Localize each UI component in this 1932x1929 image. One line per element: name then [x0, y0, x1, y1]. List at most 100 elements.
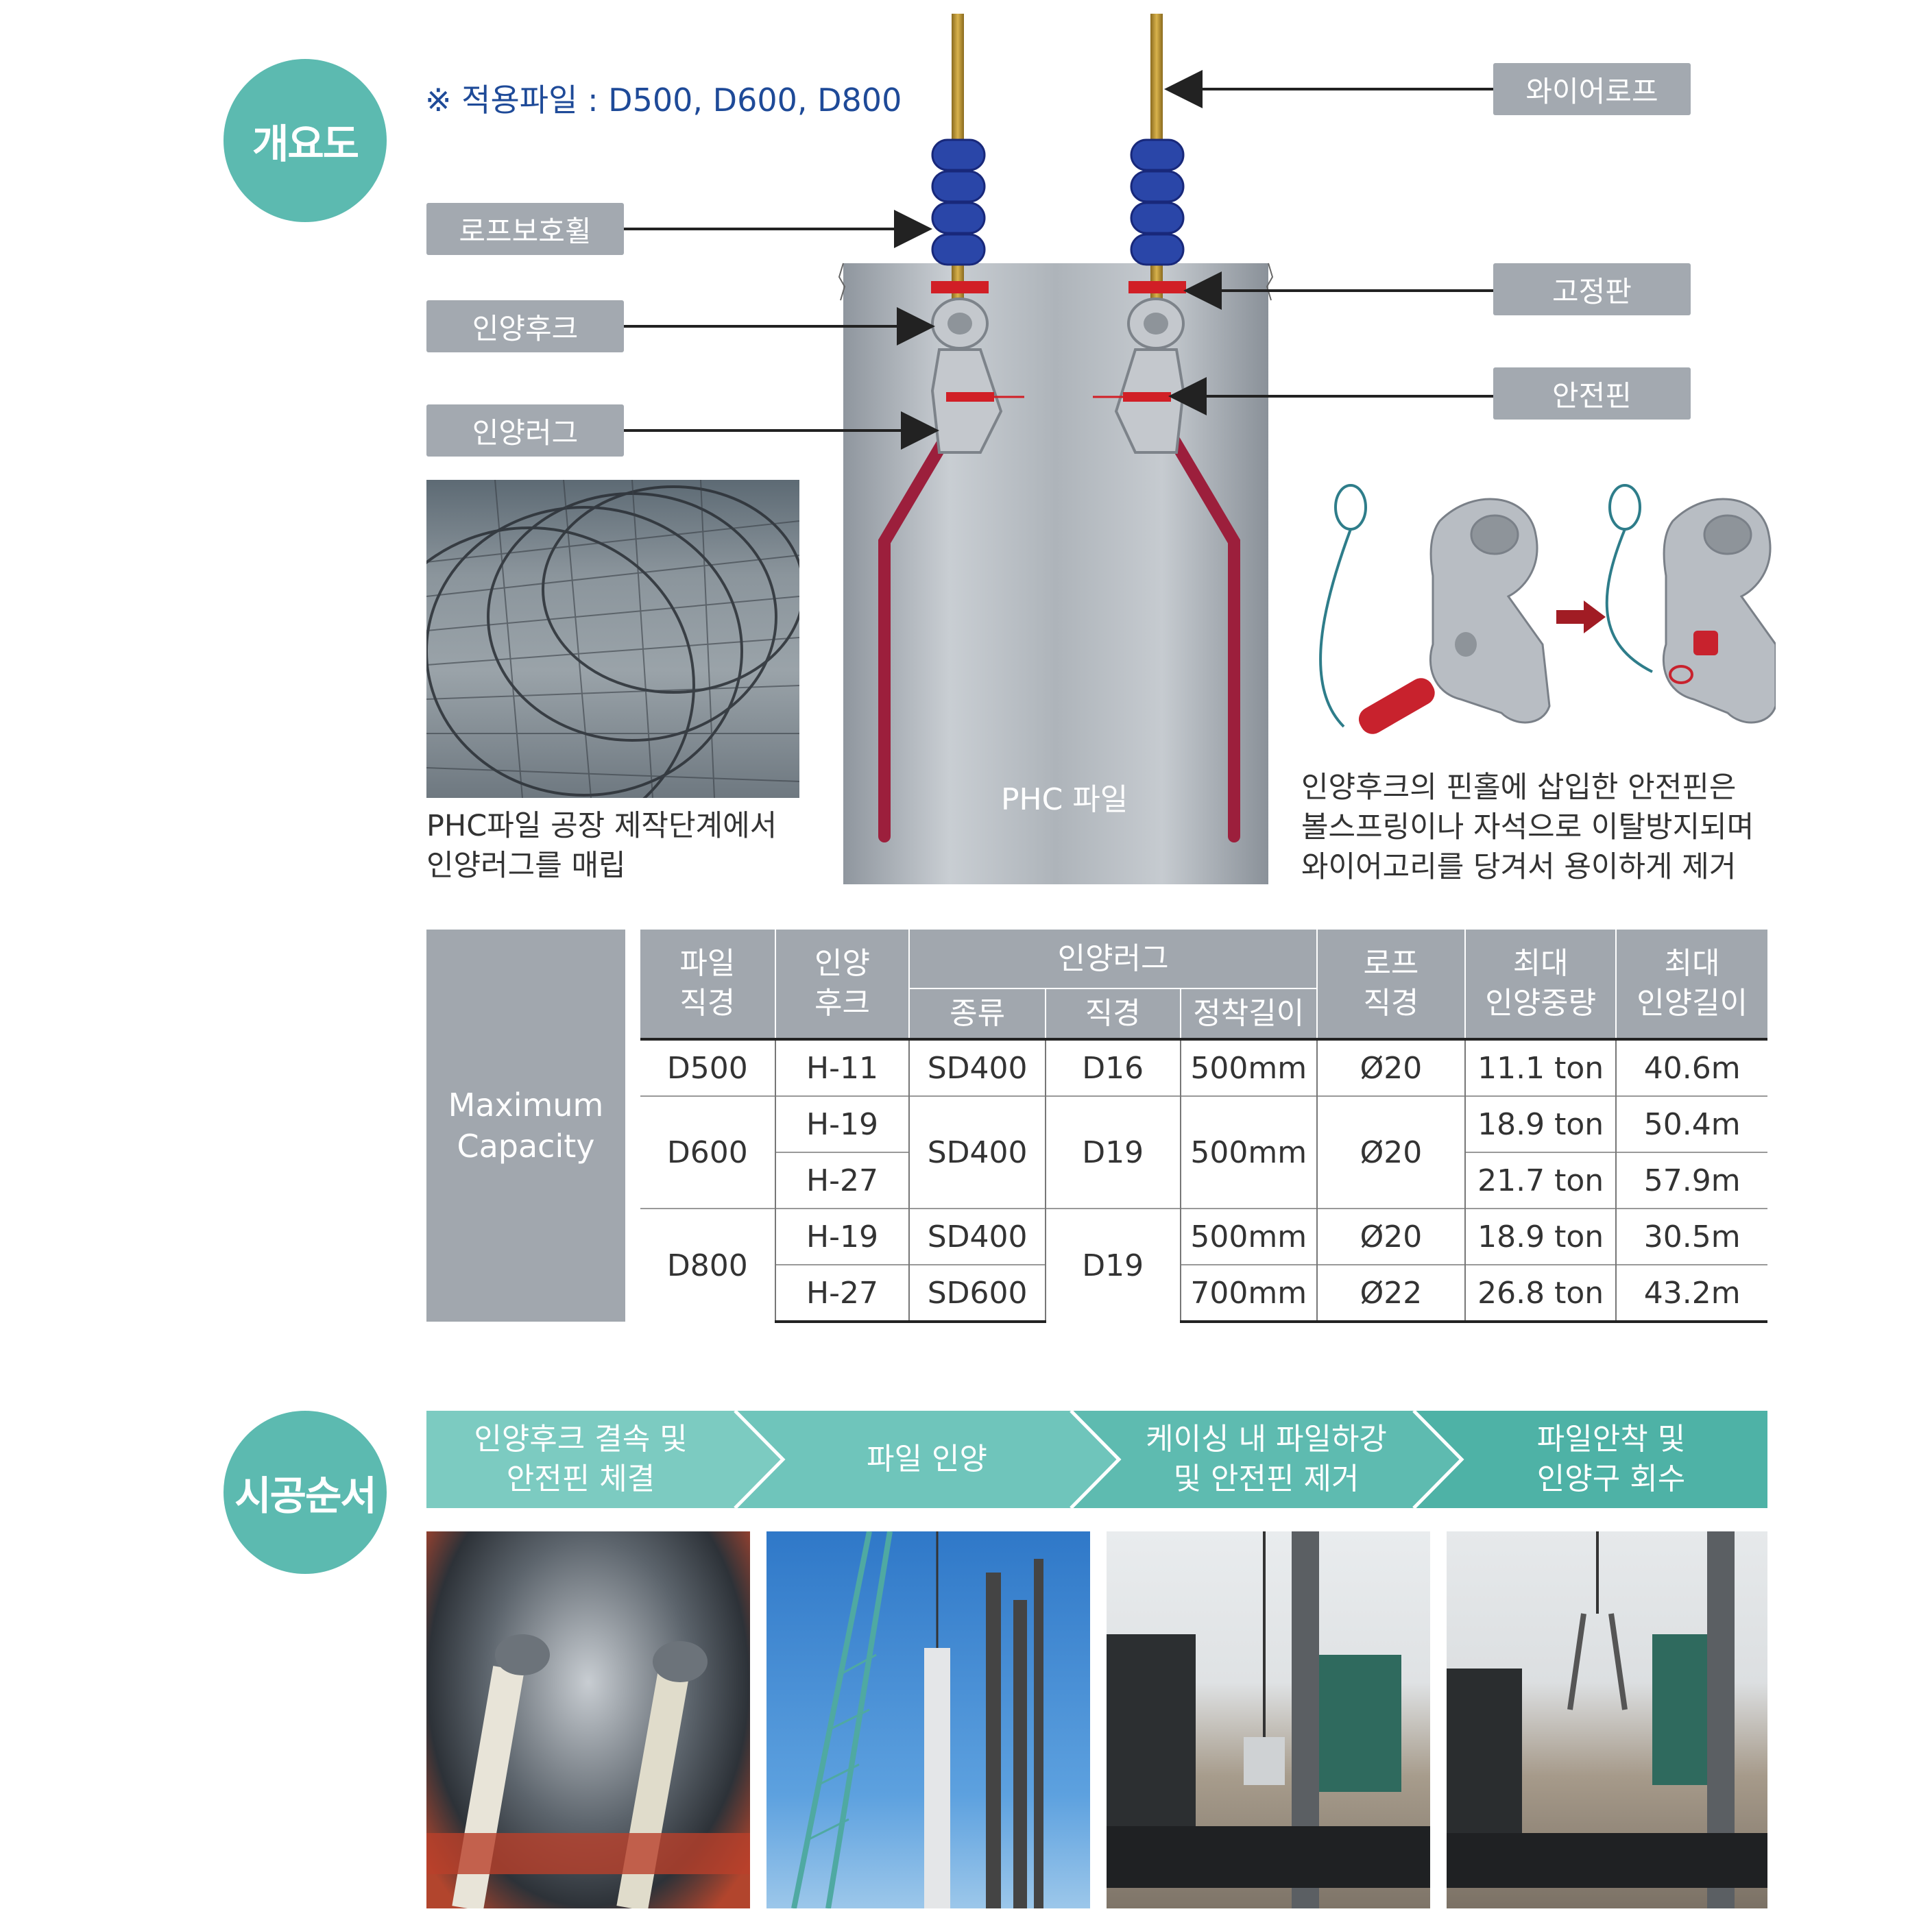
cell-load: 21.7 ton	[1464, 1152, 1617, 1209]
table-row: D600 H-19 SD400 D19 500mm Ø20 18.9 ton 5…	[640, 1095, 1767, 1209]
step-line: 인양후크 결속 및	[474, 1422, 688, 1457]
cell-length: 30.5m	[1615, 1208, 1767, 1265]
caption-line: 인양러그를 매립	[426, 849, 626, 883]
caption-line: 인양후크의 핀홀에 삽입한 안전핀은	[1301, 771, 1737, 805]
header-lug-anchor-length: 정착길이	[1179, 988, 1317, 1039]
photo-pile-lifting	[766, 1531, 1090, 1908]
safety-pin-right	[1123, 392, 1171, 402]
step-line: 파일 인양	[867, 1442, 987, 1477]
cell-hook: H-27	[774, 1264, 910, 1323]
cell-load: 11.1 ton	[1464, 1038, 1617, 1096]
cell-length: 40.6m	[1615, 1038, 1767, 1096]
caption-line: 볼스프링이나 자석으로 이탈방지되며	[1301, 810, 1754, 845]
cell-lug-type: SD400	[908, 1208, 1046, 1265]
section-badge-process: 시공순서	[224, 1411, 387, 1574]
fixing-plate-right	[1128, 281, 1186, 293]
step-line: 파일안착 및	[1536, 1422, 1686, 1457]
step-2: 파일 인양	[769, 1411, 1085, 1508]
label-safety-pin: 안전핀	[1493, 367, 1691, 420]
pile-label: PHC 파일	[1001, 782, 1128, 817]
rebar-cage-photo	[426, 480, 799, 798]
cell-anchor-length: 500mm	[1179, 1095, 1317, 1209]
photo-pile-lowering	[1107, 1531, 1430, 1908]
pile-lowering-illustration	[1107, 1531, 1430, 1908]
safety-pin-illustration	[1319, 484, 1776, 734]
section-title: 시공순서	[234, 1472, 376, 1519]
photo-pile-seating	[1447, 1531, 1767, 1908]
label-wire-rope: 와이어로프	[1493, 63, 1691, 115]
lifting-diagram	[624, 14, 1493, 884]
table-row: H-27 21.7 ton 57.9m	[640, 1152, 1767, 1209]
photo-hook-binding	[426, 1531, 750, 1908]
cell-hook: H-11	[774, 1038, 910, 1096]
section-badge-overview: 개요도	[224, 59, 387, 222]
cell-load: 26.8 ton	[1464, 1264, 1617, 1323]
process-chevrons	[426, 1411, 1767, 1508]
side-label-line: Capacity	[457, 1128, 595, 1165]
cell-anchor-length: 700mm	[1179, 1264, 1317, 1323]
cell-lug-type: SD400	[908, 1038, 1046, 1096]
caption-lug-embedding: PHC파일 공장 제작단계에서 인양러그를 매립	[426, 806, 777, 886]
cell-rope: Ø20	[1316, 1095, 1466, 1209]
pile-seating-illustration	[1447, 1531, 1767, 1908]
step-line: 안전핀 체결	[506, 1461, 655, 1496]
step-line: 인양구 회수	[1536, 1461, 1686, 1496]
safety-pin-left	[946, 392, 994, 402]
fixing-plate-left	[931, 281, 989, 293]
section-title: 개요도	[252, 121, 359, 167]
lug-rebar-left	[878, 408, 966, 842]
cell-hook: H-27	[774, 1152, 910, 1209]
side-label-line: Maximum	[448, 1087, 604, 1124]
cell-lug-type: SD400	[908, 1095, 1046, 1209]
caption-line: 와이어고리를 당겨서 용이하게 제거	[1301, 850, 1737, 884]
cell-rope: Ø22	[1316, 1264, 1466, 1323]
cell-lug-diameter: D19	[1044, 1208, 1181, 1322]
cell-pile: D500	[640, 1038, 775, 1096]
rebar-cage-illustration	[426, 480, 799, 798]
applicable-pile-note: ※ 적용파일 : D500, D600, D800	[425, 82, 902, 119]
hook-binding-illustration	[426, 1634, 750, 1908]
label-fixing-plate: 고정판	[1493, 263, 1691, 315]
table-row: D500 H-11 SD400 D16 500mm Ø20 11.1 ton 4…	[640, 1038, 1767, 1096]
cell-rope: Ø20	[1316, 1038, 1466, 1096]
cell-pile: D600	[640, 1095, 775, 1209]
cell-rope: Ø20	[1316, 1208, 1466, 1265]
cell-load: 18.9 ton	[1464, 1095, 1617, 1152]
step-line: 및 안전핀 제거	[1173, 1461, 1360, 1496]
step-line: 케이싱 내 파일하강	[1146, 1422, 1387, 1457]
lug-rebar-right	[1152, 408, 1240, 842]
cell-hook: H-19	[774, 1208, 910, 1265]
cell-lug-diameter: D16	[1044, 1038, 1181, 1096]
cell-length: 43.2m	[1615, 1264, 1767, 1323]
label-lifting-lug: 인양러그	[426, 404, 624, 457]
label-lifting-hook: 인양후크	[426, 300, 624, 352]
cell-pile: D800	[640, 1208, 775, 1322]
cell-anchor-length: 500mm	[1179, 1208, 1317, 1265]
table-row: H-27 SD600 700mm Ø22 26.8 ton 43.2m	[640, 1264, 1767, 1323]
phc-pile	[843, 263, 1268, 884]
table-row: D800 H-19 SD400 D19 500mm Ø20 18.9 ton 3…	[640, 1208, 1767, 1322]
caption-safety-pin: 인양후크의 핀홀에 삽입한 안전핀은 볼스프링이나 자석으로 이탈방지되며 와이…	[1301, 768, 1754, 887]
header-lifting-lug: 인양러그	[908, 930, 1317, 988]
pile-lifting-illustration	[791, 1531, 1043, 1908]
cell-length: 57.9m	[1615, 1152, 1767, 1209]
cell-lug-type: SD600	[908, 1264, 1046, 1323]
cell-load: 18.9 ton	[1464, 1208, 1617, 1265]
header-lug-diameter: 직경	[1044, 988, 1181, 1039]
caption-line: PHC파일 공장 제작단계에서	[426, 809, 777, 843]
maximum-capacity-label: Maximum Capacity	[426, 930, 625, 1322]
cell-anchor-length: 500mm	[1179, 1038, 1317, 1096]
label-rope-protection-wheel: 로프보호휠	[426, 203, 624, 255]
cell-lug-diameter: D19	[1044, 1095, 1181, 1209]
cell-length: 50.4m	[1615, 1095, 1767, 1152]
